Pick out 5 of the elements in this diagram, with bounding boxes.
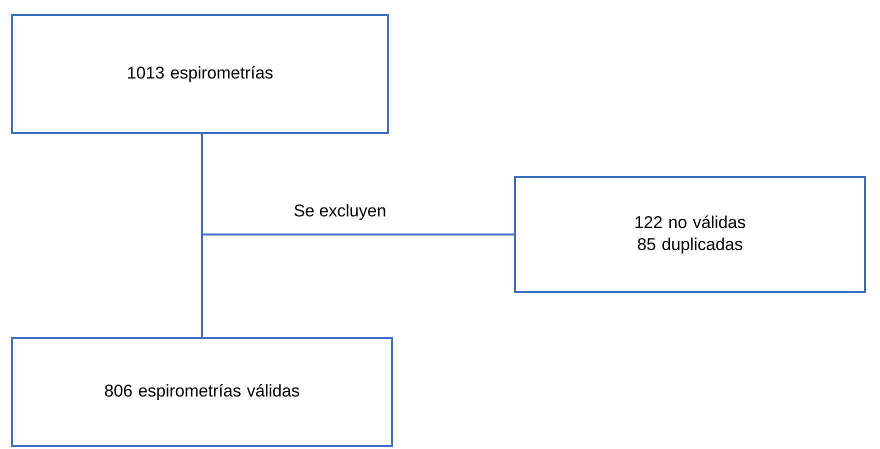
connector-line	[201, 134, 514, 236]
process-box: 122 no válidas 85 duplicadas	[514, 176, 866, 293]
edge-label: Se excluyen	[292, 203, 388, 221]
process-box: 1013 espirometrías	[11, 14, 389, 134]
process-box: 806 espirometrías válidas	[11, 337, 393, 447]
